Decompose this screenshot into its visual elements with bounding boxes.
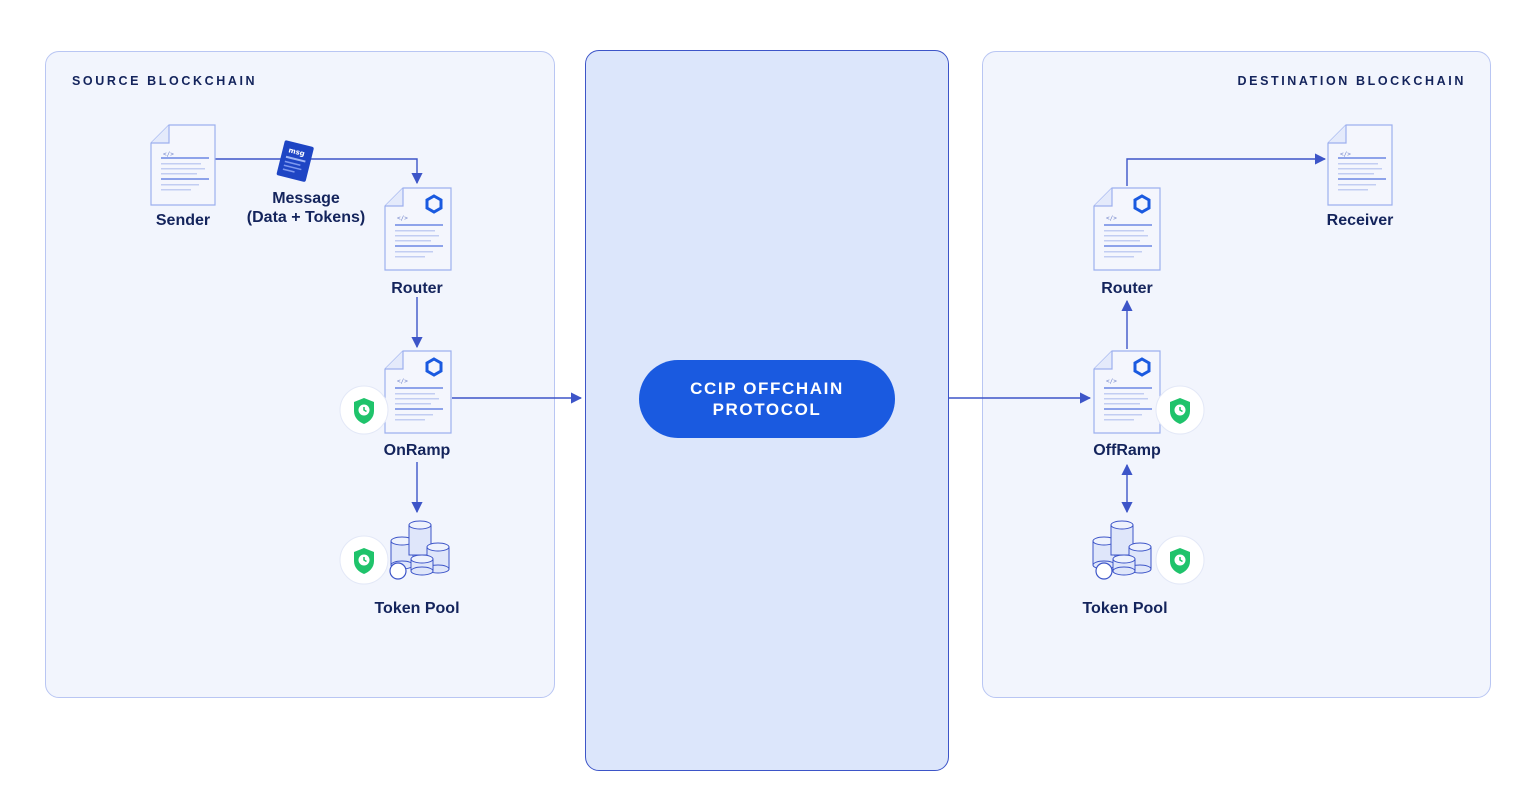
- svg-text:</>: </>: [1340, 151, 1351, 158]
- sender-label: Sender: [155, 212, 211, 229]
- svg-text:</>: </>: [1106, 378, 1117, 385]
- dst-coin-stack-icon: [1092, 520, 1152, 580]
- message-label: Message (Data + Tokens): [236, 189, 376, 227]
- src-router-label: Router: [391, 280, 443, 297]
- hexagon-icon: [425, 194, 443, 214]
- ccip-offchain-protocol-pill: CCIP OFFCHAIN PROTOCOL: [639, 360, 895, 438]
- dst-pool-shield-clock-icon: [1155, 535, 1205, 585]
- svg-text:</>: </>: [397, 215, 408, 222]
- src-router-contract-icon: </>: [384, 187, 452, 271]
- message-label-line2: (Data + Tokens): [246, 209, 366, 226]
- dst-token-pool-label: Token Pool: [1082, 600, 1168, 617]
- dst-router-label: Router: [1101, 280, 1153, 297]
- offramp-shield-clock-icon: [1155, 385, 1205, 435]
- protocol-line2: PROTOCOL: [712, 400, 822, 419]
- offramp-contract-icon: </>: [1093, 350, 1161, 434]
- sender-document-icon: </>: [150, 124, 216, 206]
- hexagon-icon: [1133, 194, 1151, 214]
- receiver-document-icon: </>: [1327, 124, 1393, 206]
- svg-text:</>: </>: [1106, 215, 1117, 222]
- src-pool-shield-clock-icon: [339, 535, 389, 585]
- receiver-label: Receiver: [1326, 212, 1394, 229]
- src-token-pool-label: Token Pool: [374, 600, 460, 617]
- arrow-router-to-receiver: [1126, 153, 1327, 186]
- hexagon-icon: [425, 357, 443, 377]
- onramp-label: OnRamp: [383, 442, 451, 459]
- message-doc-icon: msg: [276, 140, 314, 182]
- protocol-line1: CCIP OFFCHAIN: [690, 379, 844, 398]
- arrow-sender-to-router: [215, 158, 423, 185]
- svg-text:msg: msg: [288, 146, 306, 158]
- svg-text:</>: </>: [397, 378, 408, 385]
- message-label-line1: Message: [272, 190, 340, 207]
- hexagon-icon: [1133, 357, 1151, 377]
- onramp-shield-clock-icon: [339, 385, 389, 435]
- source-blockchain-title: SOURCE BLOCKCHAIN: [72, 74, 258, 88]
- svg-text:</>: </>: [163, 151, 174, 158]
- onramp-contract-icon: </>: [384, 350, 452, 434]
- dst-router-contract-icon: </>: [1093, 187, 1161, 271]
- src-coin-stack-icon: [389, 520, 450, 580]
- offramp-label: OffRamp: [1093, 442, 1161, 459]
- destination-blockchain-title: DESTINATION BLOCKCHAIN: [1237, 74, 1466, 88]
